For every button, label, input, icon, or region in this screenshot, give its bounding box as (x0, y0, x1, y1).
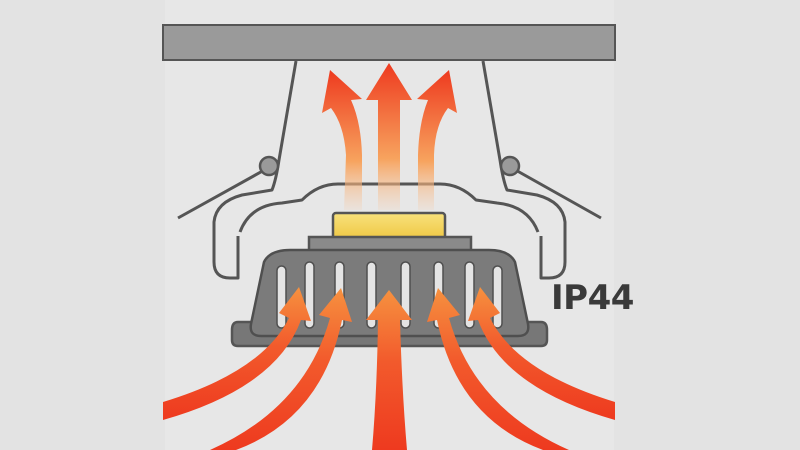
incoming-heat-arrows (163, 287, 615, 450)
bracket-right-side (481, 60, 567, 280)
spring-clip-right (511, 166, 602, 220)
heat-arrow-in-far-left (163, 287, 311, 420)
clip-pivot-right-icon (499, 155, 521, 177)
upward-heat-arrows (322, 63, 457, 210)
fin-slot (492, 265, 503, 329)
fin-slot (276, 265, 287, 329)
bracket-left-side (212, 60, 298, 280)
heat-arrow-in-far-right (468, 287, 615, 420)
heat-arrow-in-right (427, 288, 569, 450)
right-margin-panel (614, 0, 800, 450)
led-chip (331, 211, 447, 241)
heat-arrow-in-center (366, 290, 412, 450)
heat-arrow-up-right (417, 70, 457, 210)
spring-clip-left (177, 166, 269, 220)
heat-arrow-up-center (366, 63, 412, 210)
ceiling-plate (162, 24, 616, 61)
clip-pivot-left-icon (258, 155, 280, 177)
heat-arrow-up-left (322, 70, 362, 210)
ip-rating-label: IP44 (551, 278, 634, 318)
left-margin-panel (0, 0, 165, 450)
heat-arrow-in-left (210, 288, 352, 450)
